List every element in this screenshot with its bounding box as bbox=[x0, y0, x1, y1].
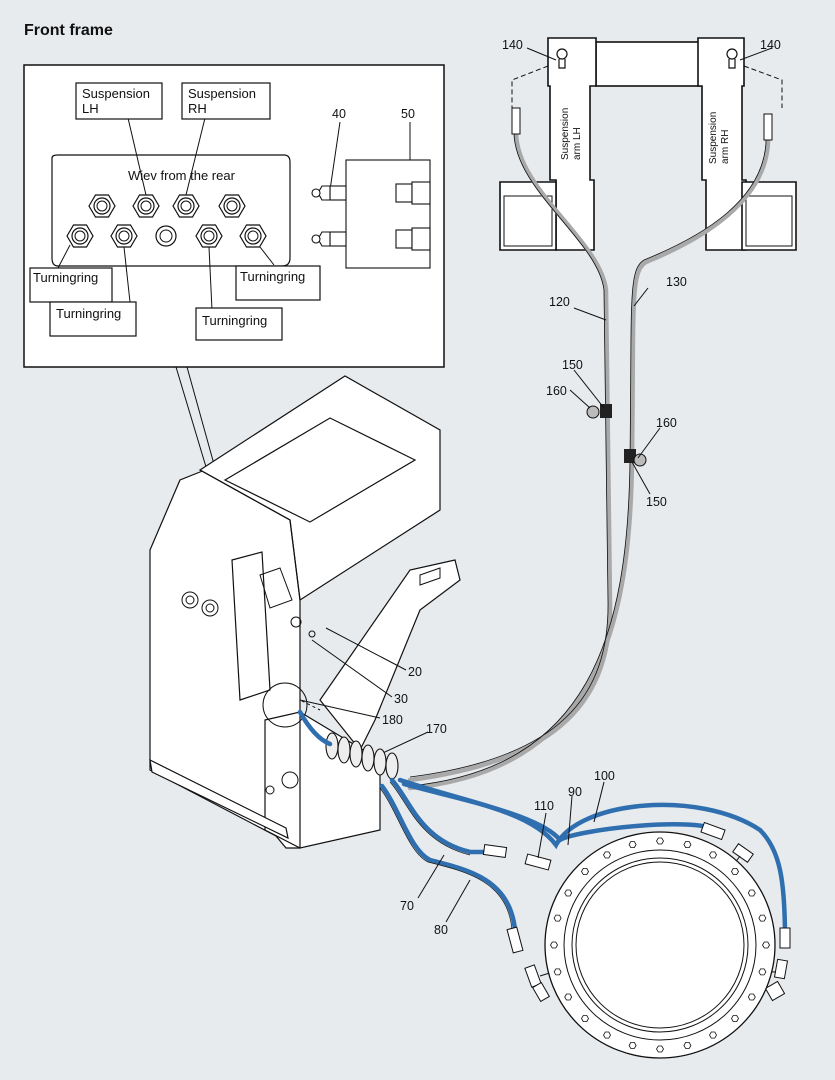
frame-leaders bbox=[299, 627, 429, 759]
part-number-110: 110 bbox=[534, 799, 554, 813]
frame-details bbox=[181, 567, 441, 795]
blue-hose-edges bbox=[379, 781, 513, 931]
part-number-150: 150 bbox=[646, 495, 667, 509]
part-number-130: 130 bbox=[666, 275, 687, 289]
bolt-hole bbox=[628, 1042, 637, 1049]
grey-leaders bbox=[569, 287, 661, 495]
turningring-callout bbox=[195, 307, 283, 341]
part-number-40: 40 bbox=[332, 107, 346, 121]
bolt-hole bbox=[603, 1031, 611, 1039]
hose-spiral-guard bbox=[325, 732, 399, 780]
hose-120 bbox=[407, 129, 613, 783]
part-number-160: 160 bbox=[546, 384, 567, 398]
hose-80 bbox=[379, 783, 518, 933]
suspension-rh-callout bbox=[181, 82, 271, 120]
bolt-hole bbox=[731, 868, 739, 875]
bolt-hole bbox=[709, 851, 717, 859]
part-number-70: 70 bbox=[400, 899, 414, 913]
arm-rh-label-line1: Suspension bbox=[708, 112, 719, 164]
suspension-rh-line1: Suspension bbox=[188, 86, 256, 101]
front-frame-body bbox=[149, 375, 461, 849]
blue-hoses bbox=[297, 709, 788, 943]
part-number-170: 170 bbox=[426, 722, 447, 736]
grey-hose-edges bbox=[409, 131, 767, 787]
bolt-hole bbox=[758, 968, 767, 976]
turning-ring bbox=[544, 831, 776, 1059]
ring-bolt-holes bbox=[550, 837, 770, 1053]
bolt-hole bbox=[581, 868, 589, 875]
bolt-hole bbox=[683, 841, 692, 848]
hose-100 bbox=[401, 781, 788, 943]
bolt-hole bbox=[603, 851, 611, 859]
turningring-callout bbox=[235, 265, 321, 301]
part-number-50: 50 bbox=[401, 107, 415, 121]
hose-90 bbox=[397, 777, 723, 844]
part-number-80: 80 bbox=[434, 923, 448, 937]
part-number-180: 180 bbox=[382, 713, 403, 727]
arm-lh-label-line1: Suspension bbox=[560, 108, 571, 160]
view-caption: Wiev from the rear bbox=[128, 168, 236, 183]
part-number-120: 120 bbox=[549, 295, 570, 309]
hose-end-fittings bbox=[511, 107, 773, 141]
bolt-hole bbox=[550, 941, 558, 949]
suspension-lh-callout bbox=[75, 82, 163, 120]
blue-hose-fittings bbox=[482, 821, 791, 1003]
hose-stub bbox=[297, 709, 333, 747]
bolt-hole bbox=[564, 889, 573, 897]
part-number-30: 30 bbox=[394, 692, 408, 706]
bolt-hole bbox=[656, 837, 664, 845]
turningring-label: Turningring bbox=[240, 269, 305, 284]
part-number-100: 100 bbox=[594, 769, 615, 783]
part-number-140: 140 bbox=[760, 38, 781, 52]
bolt-hole bbox=[731, 1015, 739, 1022]
bolt-hole bbox=[747, 993, 756, 1001]
p140-leaders bbox=[526, 47, 773, 61]
bolt-hole bbox=[564, 993, 573, 1001]
bolt-hole bbox=[747, 889, 756, 897]
arm-dashed-lines bbox=[511, 65, 783, 108]
inset-detail: Suspension LH Suspension RH Wiev from th… bbox=[23, 64, 445, 721]
inset-leaders bbox=[57, 117, 411, 311]
arm-lh-label-line2: arm LH bbox=[572, 127, 583, 160]
turningring-label: Turningring bbox=[56, 306, 121, 321]
rear-panel bbox=[51, 154, 291, 267]
turningring-label: Turningring bbox=[202, 313, 267, 328]
bolt-hole bbox=[762, 941, 770, 949]
bolt-hole bbox=[656, 1045, 664, 1053]
part-number-160: 160 bbox=[656, 416, 677, 430]
suspension-frame bbox=[499, 37, 797, 251]
suspension-rh-line2: RH bbox=[188, 101, 207, 116]
valve-block bbox=[311, 159, 431, 269]
fitting-group bbox=[66, 194, 267, 248]
bolt-hole bbox=[553, 968, 562, 976]
bolt-hole bbox=[553, 914, 562, 922]
page-title: Front frame bbox=[24, 22, 113, 39]
turningring-callout bbox=[49, 301, 137, 337]
hose-130 bbox=[407, 129, 771, 791]
turningring-callout bbox=[29, 267, 113, 303]
part-number-20: 20 bbox=[408, 665, 422, 679]
bolt-hole bbox=[683, 1042, 692, 1049]
part-number-90: 90 bbox=[568, 785, 582, 799]
bolt-hole bbox=[709, 1031, 717, 1039]
arm-rh-label-line2: arm RH bbox=[720, 130, 731, 164]
part-number-150: 150 bbox=[562, 358, 583, 372]
suspension-lh-line1: Suspension bbox=[82, 86, 150, 101]
suspension-lh-line2: LH bbox=[82, 101, 99, 116]
hose-clamps bbox=[586, 404, 647, 467]
part-number-140: 140 bbox=[502, 38, 523, 52]
grey-hoses bbox=[407, 129, 771, 791]
hose-70 bbox=[389, 777, 491, 855]
bolt-hole bbox=[628, 841, 637, 848]
bolt-hole bbox=[581, 1015, 589, 1022]
bolt-hole bbox=[758, 914, 767, 922]
turningring-label: Turningring bbox=[33, 270, 98, 285]
